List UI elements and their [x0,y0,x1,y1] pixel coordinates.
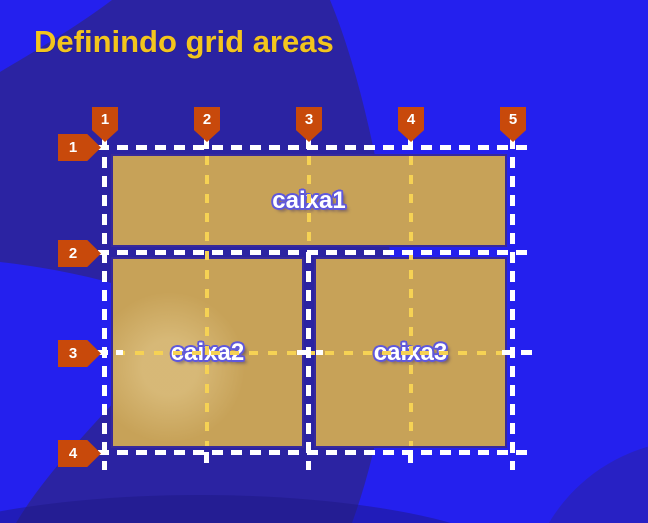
grid-line-col3-stub-top [306,138,311,149]
row-marker-label: 3 [68,345,78,362]
grid-line-row1 [98,145,531,150]
grid-inner-line-col2 [205,156,209,446]
row-marker-label: 2 [68,245,78,262]
column-marker-label: 1 [100,110,110,128]
grid-line-row2 [98,250,531,255]
grid-line-col1 [102,138,107,470]
column-marker-label: 5 [508,110,518,128]
grid-line-row3-stub-right [502,350,532,355]
grid-line-row4 [98,450,531,455]
row-marker-label: 1 [68,139,78,156]
grid-inner-line-col4 [409,156,413,446]
grid-line-col2-stub-top [204,138,209,149]
grid-inner-line-col3 [307,156,311,247]
grid-line-col4-stub-bottom [408,452,413,470]
page-title: Definindo grid areas [34,24,334,59]
column-marker-label: 2 [202,110,212,128]
grid-line-col5 [510,138,515,470]
grid-line-col3 [306,252,311,470]
column-marker-label: 3 [304,110,314,128]
grid-line-col4-stub-top [408,138,413,149]
grid-line-col2-stub-bottom [204,452,209,470]
background-bottom-band [0,495,451,523]
column-marker-label: 4 [406,110,416,128]
background-corner-blob [549,446,648,523]
row-marker-label: 4 [68,445,78,462]
grid-line-row3-stub-left [97,350,123,355]
